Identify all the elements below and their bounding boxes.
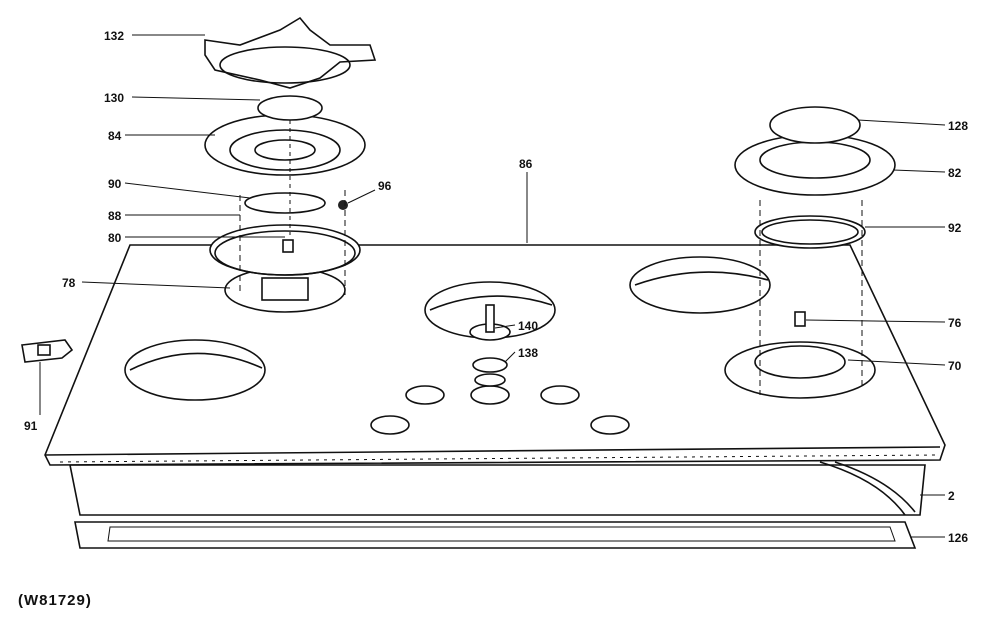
leader-lines bbox=[39, 34, 946, 538]
label-82: 82 bbox=[948, 166, 962, 180]
right-burner-assembly bbox=[724, 106, 896, 399]
tray-part-126 bbox=[74, 521, 917, 549]
label-78: 78 bbox=[62, 276, 76, 290]
label-128: 128 bbox=[948, 119, 968, 133]
label-132: 132 bbox=[104, 29, 124, 43]
label-96: 96 bbox=[378, 179, 392, 193]
label-76: 76 bbox=[948, 316, 962, 330]
label-86: 86 bbox=[519, 157, 533, 171]
label-91: 91 bbox=[24, 419, 38, 433]
label-2: 2 bbox=[948, 489, 955, 503]
bracket-part-91 bbox=[21, 339, 74, 363]
label-70: 70 bbox=[948, 359, 962, 373]
label-80: 80 bbox=[108, 231, 122, 245]
diagram-code: (W81729) bbox=[18, 592, 92, 609]
label-90: 90 bbox=[108, 177, 122, 191]
label-138: 138 bbox=[518, 346, 538, 360]
label-126: 126 bbox=[948, 531, 968, 545]
knob-parts bbox=[469, 304, 511, 387]
label-84: 84 bbox=[108, 129, 122, 143]
label-130: 130 bbox=[104, 91, 124, 105]
label-140: 140 bbox=[518, 319, 538, 333]
cooktop-box-part-2 bbox=[69, 461, 926, 516]
label-92: 92 bbox=[948, 221, 962, 235]
label-88: 88 bbox=[108, 209, 122, 223]
